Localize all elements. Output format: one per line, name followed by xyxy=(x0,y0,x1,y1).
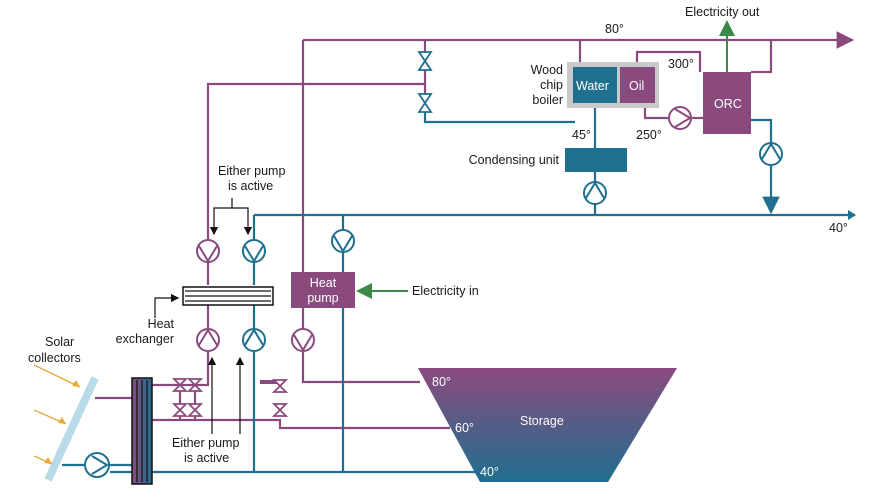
storage-label: Storage xyxy=(520,414,564,428)
either-pump-top-2: is active xyxy=(228,179,273,193)
sun-ray-3-head xyxy=(44,457,52,464)
boiler-label-3: boiler xyxy=(532,93,563,107)
either-pump-bottom-2: is active xyxy=(184,451,229,465)
orc-label: ORC xyxy=(714,97,742,111)
pipe-storage-60 xyxy=(150,418,450,430)
pump-orc-cooling xyxy=(759,142,783,166)
pump-left-bottom xyxy=(196,328,220,352)
valve-solar-1 xyxy=(171,378,189,392)
valves xyxy=(171,51,433,417)
storage-temp-80: 80° xyxy=(432,375,451,389)
either-pump-bottom-1: Either pump xyxy=(172,436,239,450)
pump-condenser xyxy=(583,181,607,205)
sun-ray-2-head xyxy=(58,417,66,424)
boiler-label-2: chip xyxy=(540,78,563,92)
solar-collectors-label-2: collectors xyxy=(28,351,81,365)
valve-storage-1 xyxy=(271,379,289,393)
temp-return-40: 40° xyxy=(829,221,848,235)
temp-supply-80: 80° xyxy=(605,22,624,36)
hot-pipes xyxy=(95,31,855,430)
return-inlet-arrow xyxy=(848,210,856,220)
orc-cooling-out xyxy=(751,118,773,142)
boiler-oil-box xyxy=(620,67,655,103)
valve-storage-2 xyxy=(271,403,289,417)
valve-top-1 xyxy=(417,51,433,71)
electricity-in-label: Electricity in xyxy=(412,284,479,298)
pump-right-top xyxy=(242,239,266,263)
electricity-out-label: Electricity out xyxy=(685,5,760,19)
pumps xyxy=(84,106,783,478)
either-pump-top-arrow-right xyxy=(232,207,253,236)
condensing-unit xyxy=(565,148,627,172)
condensing-unit-label: Condensing unit xyxy=(469,153,560,167)
solar-heat-exchanger xyxy=(131,377,153,485)
either-pump-top-1: Either pump xyxy=(218,164,285,178)
heat-exchanger-label-1: Heat xyxy=(148,317,175,331)
heat-pump-unit xyxy=(291,272,355,308)
heat-pump-label-2: pump xyxy=(307,291,338,305)
pump-heat-pump-hot xyxy=(291,328,315,352)
valve-solar-3 xyxy=(171,403,189,417)
temp-oil-250: 250° xyxy=(636,128,662,142)
pump-solar xyxy=(84,452,110,478)
solar-collector-panel xyxy=(44,376,99,482)
heat-exchanger-label-2: exchanger xyxy=(116,332,174,346)
storage-tank xyxy=(418,368,677,482)
solar-collectors-label-1: Solar xyxy=(45,335,74,349)
sun-ray-1-head xyxy=(72,380,80,387)
heat-pump-label-1: Heat xyxy=(310,276,337,290)
heat-exchanger xyxy=(182,286,274,306)
valve-top-2 xyxy=(417,93,433,113)
boiler-oil-label: Oil xyxy=(629,79,644,93)
pipe-storage-80 xyxy=(301,352,420,384)
either-pump-top-arrow-left xyxy=(209,198,233,236)
storage-temp-60: 60° xyxy=(455,421,474,435)
storage-temp-40: 40° xyxy=(480,465,499,479)
orc-unit xyxy=(703,72,751,134)
pump-right-bottom xyxy=(242,328,266,352)
pump-heat-pump-cold xyxy=(331,229,355,253)
temp-boiler-return-45: 45° xyxy=(572,128,591,142)
pump-left-top xyxy=(196,239,220,263)
heat-exchanger-pointer xyxy=(154,293,180,318)
boiler-water-box xyxy=(573,67,617,103)
valve-solar-4 xyxy=(186,403,204,417)
pump-oil xyxy=(668,106,692,130)
sun-ray-1 xyxy=(33,364,81,388)
boiler-water-label: Water xyxy=(576,79,609,93)
orc-to-supply xyxy=(751,40,773,74)
temp-oil-300: 300° xyxy=(668,57,694,71)
valve-solar-2 xyxy=(186,378,204,392)
oil-loop-top xyxy=(635,50,702,72)
pipe-left-loop xyxy=(206,82,425,240)
boiler-label-1: Wood xyxy=(531,63,563,77)
